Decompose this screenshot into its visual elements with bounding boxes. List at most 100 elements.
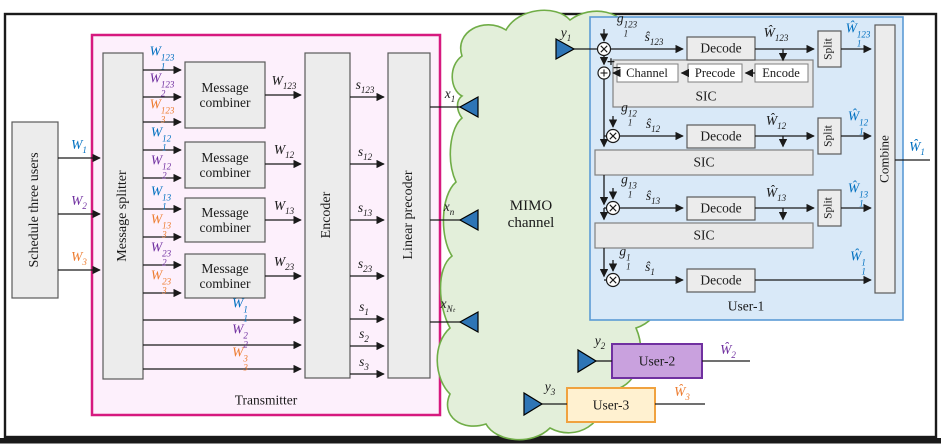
outer-frame xyxy=(3,12,938,439)
message-combiner-4-label: Message combiner xyxy=(199,260,251,291)
label-what12: Ŵ12 xyxy=(765,113,787,131)
antenna-xnt-icon xyxy=(458,310,479,334)
decode-4-label: Decode xyxy=(700,272,742,288)
label-x1: x1 xyxy=(444,86,456,104)
combine-label: Combine xyxy=(876,135,892,183)
multiplier-node-4 xyxy=(605,272,621,288)
label-w3: W3 xyxy=(71,249,87,267)
antenna-x1-icon xyxy=(458,95,479,119)
label-shat123: ŝ123 xyxy=(644,29,664,47)
label-shat13: ŝ13 xyxy=(645,188,661,206)
label-xn: xn xyxy=(443,199,455,217)
user3-box xyxy=(566,387,656,423)
multiplier-node-3 xyxy=(605,200,621,216)
antenna-y1-icon xyxy=(555,37,576,61)
label-s1: s1 xyxy=(359,299,369,317)
message-combiner-1-box xyxy=(184,61,266,129)
combine-box xyxy=(874,24,896,294)
label-xnt: xNₜ xyxy=(440,296,456,314)
antenna-y2-icon xyxy=(577,348,598,374)
label-s13: s13 xyxy=(357,200,373,218)
decode-3-label: Decode xyxy=(700,200,742,216)
label-s3: s3 xyxy=(359,354,369,372)
encoder-label: Encoder xyxy=(319,191,335,239)
sic-3-label: SIC xyxy=(693,227,715,243)
linear-precoder-box xyxy=(387,52,431,379)
adder-node xyxy=(597,66,611,80)
split-1-label: Split xyxy=(822,38,835,60)
sic-inner-boxes xyxy=(616,63,809,83)
sic-3-box xyxy=(594,222,814,249)
antenna-y3-icon xyxy=(523,391,544,417)
multiplier-node-2 xyxy=(605,128,621,144)
schedule-box xyxy=(11,121,59,299)
label-what-user1: Ŵ1 xyxy=(909,139,925,157)
encode-label: Encode xyxy=(762,66,800,80)
label-w2: W2 xyxy=(71,193,87,211)
bottom-rule xyxy=(0,438,941,444)
adder-plus-sign: + xyxy=(606,54,616,68)
sic-2-label: SIC xyxy=(693,154,715,170)
decode-1-label: Decode xyxy=(700,40,742,56)
message-combiner-3-label: Message combiner xyxy=(199,204,251,235)
mimo-channel-label: MIMO channel xyxy=(507,198,555,231)
user2-box xyxy=(611,343,703,379)
message-splitter-box xyxy=(102,52,144,380)
multiplier-node-1 xyxy=(596,41,612,57)
math-nodes xyxy=(596,41,621,288)
label-what-user3: Ŵ3 xyxy=(674,384,690,402)
label-w13: W13 xyxy=(273,198,295,216)
decode-2-label: Decode xyxy=(700,128,742,144)
label-y1: y1 xyxy=(560,25,572,43)
antenna-xn-icon xyxy=(458,208,479,232)
split-3-label: Split xyxy=(822,197,835,219)
transmitter-label: Transmitter xyxy=(234,392,298,408)
sic-1-label: SIC xyxy=(695,88,717,104)
label-what13: Ŵ13 xyxy=(765,185,787,203)
encoder-box xyxy=(304,52,351,379)
label-shat1: ŝ1 xyxy=(645,259,655,277)
label-what123: Ŵ123 xyxy=(763,25,789,43)
signal-lines xyxy=(58,29,930,405)
message-combiner-2-box xyxy=(184,141,266,189)
label-w12: W12 xyxy=(273,142,295,160)
label-s12: s12 xyxy=(357,144,373,162)
user3-label: User-3 xyxy=(592,397,630,413)
label-w123: W123 xyxy=(271,73,297,91)
user1-label: User-1 xyxy=(727,298,765,314)
label-w1: W1 xyxy=(71,137,87,155)
label-y2: y2 xyxy=(594,333,606,351)
user2-label: User-2 xyxy=(638,353,676,369)
split-2-label: Split xyxy=(822,125,835,147)
label-s2: s2 xyxy=(359,326,369,344)
adder-minus-sign: − xyxy=(612,60,622,74)
label-shat12: ŝ12 xyxy=(645,116,661,134)
label-what-user2: Ŵ2 xyxy=(720,342,736,360)
label-w23: W23 xyxy=(273,254,295,272)
label-s23: s23 xyxy=(357,256,373,274)
antennas xyxy=(458,37,598,417)
label-y3: y3 xyxy=(544,379,556,397)
transmitter-boxes xyxy=(11,52,431,380)
